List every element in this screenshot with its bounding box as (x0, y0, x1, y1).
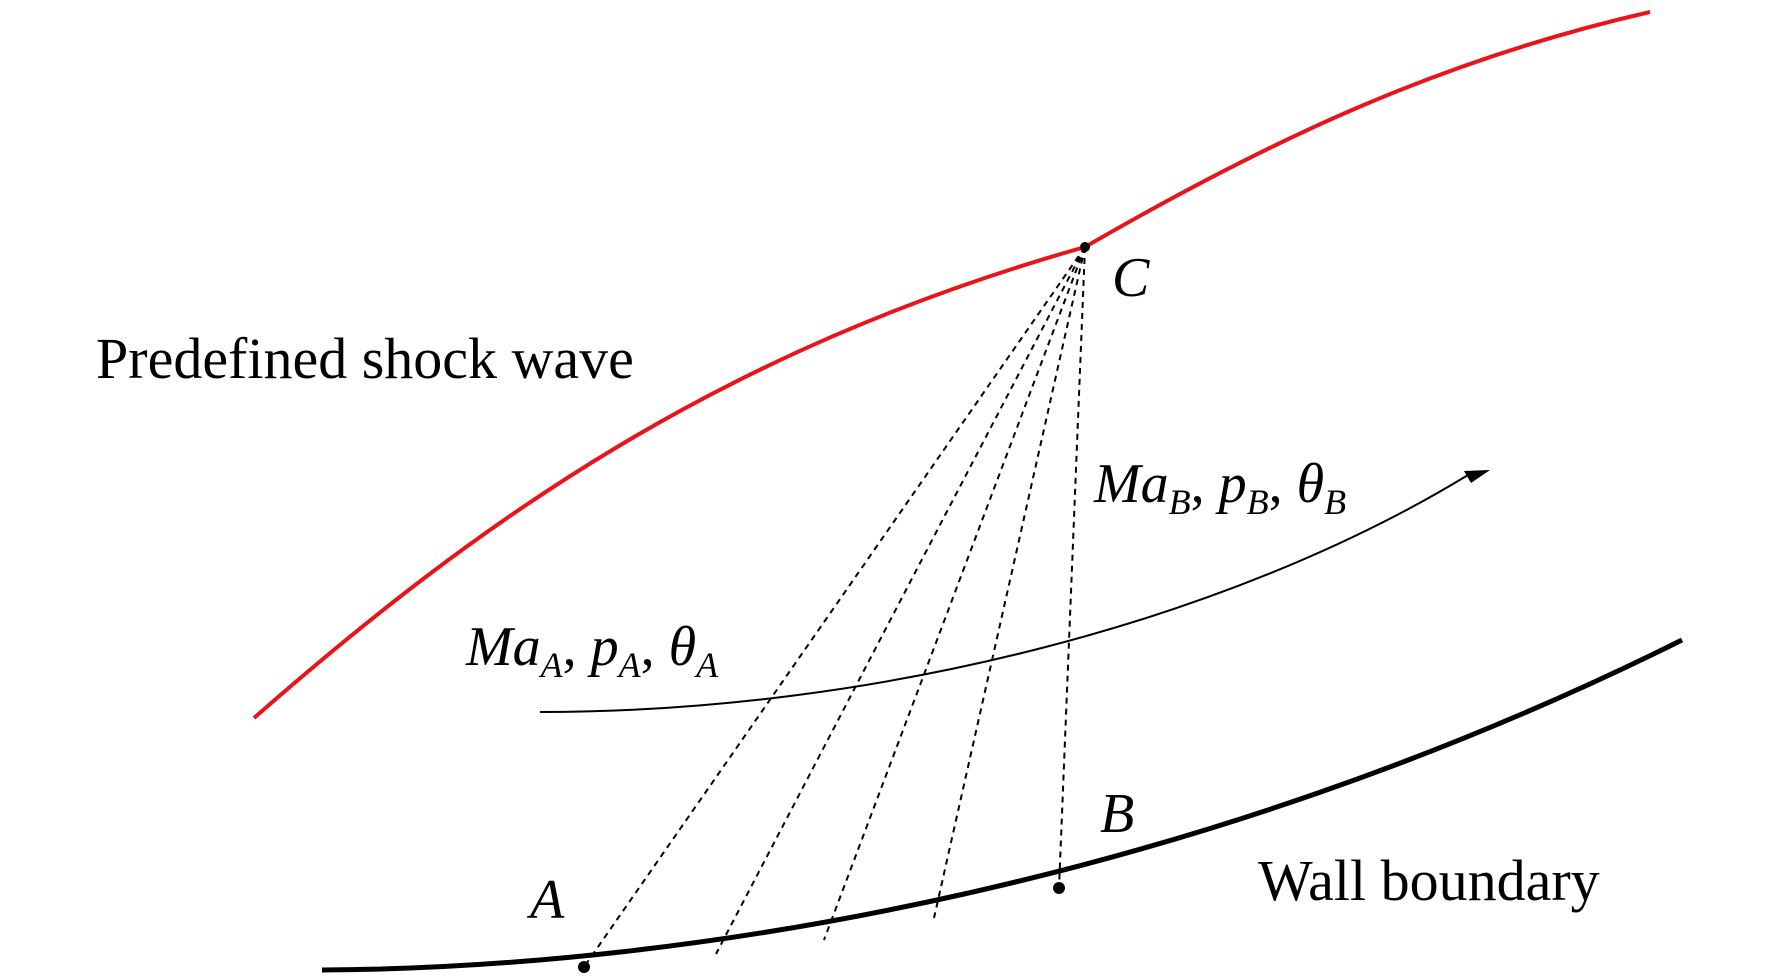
flow-b-mach: Ma (1093, 453, 1169, 515)
point-c-marker (1080, 242, 1090, 252)
flow-a-mach: Ma (465, 616, 541, 678)
flow-a-sep1: , (563, 616, 591, 678)
flow-a-sep2: , (641, 616, 669, 678)
flow-a-theta: θ (669, 616, 697, 678)
point-c-label: C (1112, 247, 1150, 309)
characteristic-line (823, 246, 1086, 941)
flow-a-pressure-sub: A (617, 645, 642, 685)
flow-b-pressure: p (1215, 453, 1247, 515)
wall-boundary-curve (321, 637, 1684, 973)
characteristic-line (1058, 246, 1086, 889)
point-a-marker (578, 961, 590, 973)
flow-b-label: MaB, pB, θB (1093, 453, 1346, 522)
flow-b-mach-sub: B (1169, 482, 1191, 522)
characteristic-line (715, 246, 1086, 955)
flow-b-theta-sub: B (1324, 482, 1346, 522)
characteristic-line (583, 246, 1086, 968)
streamline-curve (539, 474, 1469, 713)
point-a-label: A (526, 869, 565, 931)
flow-b-sep1: , (1191, 453, 1219, 515)
flow-b-sep2: , (1269, 453, 1297, 515)
wall-boundary-label: Wall boundary (1258, 848, 1600, 913)
flow-b-pressure-sub: B (1247, 482, 1269, 522)
characteristic-lines (583, 246, 1086, 968)
flow-b-theta: θ (1297, 453, 1325, 515)
shock-wave-curve (252, 10, 1651, 720)
shock-wave-label: Predefined shock wave (96, 326, 634, 391)
point-b-marker (1053, 882, 1065, 894)
flow-a-theta-sub: A (694, 645, 719, 685)
flow-a-label: MaA, pA, θA (465, 616, 719, 685)
point-b-label: B (1100, 783, 1134, 845)
flow-a-pressure: p (587, 616, 619, 678)
characteristic-line (933, 246, 1086, 919)
flow-a-mach-sub: A (539, 645, 564, 685)
streamline-arrowhead (1464, 470, 1490, 483)
